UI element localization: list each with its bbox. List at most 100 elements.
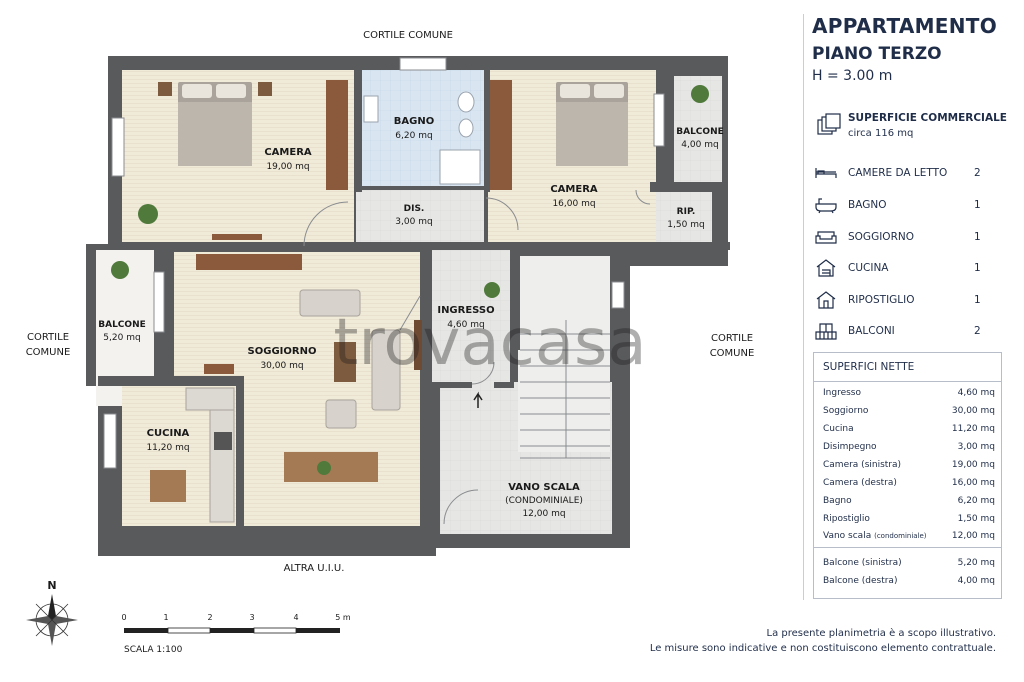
row-label: Camera (destra) <box>823 478 897 488</box>
label-vano-sub: (CONDOMINIALE) <box>505 496 583 506</box>
bathtub-icon <box>815 198 837 214</box>
commercial-surface: SUPERFICIE COMMERCIALE circa 116 mq <box>812 108 1008 148</box>
sofa-icon <box>815 231 837 244</box>
floor-plan: trovacasa CAMERA 19,00 mq BAGNO 6,20 mq … <box>26 30 755 655</box>
label-balcone-dx-area: 4,00 mq <box>681 140 718 150</box>
stairs <box>520 320 610 459</box>
table-row: Balcone (sinistra) 5,20 mq <box>823 556 995 572</box>
label-balcone-dx-name: BALCONE <box>676 127 724 137</box>
compass-icon: N <box>26 579 78 646</box>
layers-icon <box>817 113 841 135</box>
label-left-courtyard-2: COMUNE <box>26 347 71 358</box>
scale-label: SCALA 1:100 <box>124 645 183 655</box>
doors <box>303 189 651 525</box>
commercial-surface-label: SUPERFICIE COMMERCIALE <box>848 112 1007 124</box>
label-bagno-area: 6,20 mq <box>395 131 432 141</box>
label-balcone-sx-area: 5,20 mq <box>103 333 140 343</box>
row-value: 5,20 mq <box>957 558 995 568</box>
row-label: Camera (sinistra) <box>823 460 902 470</box>
label-camera1-name: CAMERA <box>264 147 312 158</box>
scale-tick-0: 0 <box>121 613 126 622</box>
row-label: Ingresso <box>823 388 861 398</box>
label-bagno-name: BAGNO <box>394 116 434 127</box>
feature-count: 2 <box>974 167 981 179</box>
net-surfaces-header: SUPERFICI NETTE <box>814 353 1001 382</box>
bed-right <box>556 82 628 166</box>
label-camera2-name: CAMERA <box>550 184 598 195</box>
label-vano-area: 12,00 mq <box>522 509 565 519</box>
label-dis-area: 3,00 mq <box>395 217 432 227</box>
label-cucina-area: 11,20 mq <box>146 443 189 453</box>
wardrobes <box>212 80 512 240</box>
bed-icon <box>815 168 837 178</box>
feature-label: SOGGIORNO <box>848 231 914 243</box>
label-vano-name: VANO SCALA <box>508 482 580 493</box>
ceiling-height: H = 3.00 m <box>812 68 893 84</box>
label-soggiorno-name: SOGGIORNO <box>248 346 317 357</box>
page-title: APPARTAMENTO <box>812 14 998 38</box>
scale-tick-4: 4 <box>293 613 298 622</box>
table-row: Disimpegno 3,00 mq <box>823 440 995 456</box>
row-value: 4,00 mq <box>957 576 995 586</box>
row-value: 3,00 mq <box>957 442 995 452</box>
watermark: trovacasa <box>333 306 646 380</box>
disclaimer-line-1: La presente planimetria è a scopo illust… <box>766 628 997 639</box>
label-camera1-area: 19,00 mq <box>266 162 309 172</box>
label-top-courtyard: CORTILE COMUNE <box>363 30 453 41</box>
storage-icon <box>816 291 836 309</box>
row-label: Disimpegno <box>823 442 877 452</box>
feature-kitchen: CUCINA 1 <box>812 259 992 279</box>
row-value: 1,50 mq <box>957 514 995 524</box>
living-furniture <box>196 254 422 482</box>
row-label: Vano scala (condominiale) <box>823 531 927 541</box>
feature-bathroom: BAGNO 1 <box>812 196 992 216</box>
scale-tick-1: 1 <box>163 613 168 622</box>
table-row: Bagno 6,20 mq <box>823 494 995 510</box>
room-labels: CAMERA 19,00 mq BAGNO 6,20 mq CAMERA 16,… <box>98 116 724 519</box>
row-label: Soggiorno <box>823 406 869 416</box>
feature-count: 1 <box>974 231 981 243</box>
label-balcone-sx-name: BALCONE <box>98 320 146 330</box>
feature-label: BALCONI <box>848 325 895 337</box>
feature-balconies: BALCONI 2 <box>812 322 992 342</box>
page-subtitle: PIANO TERZO <box>812 44 942 64</box>
row-label: Balcone (destra) <box>823 576 898 586</box>
label-dis-name: DIS. <box>404 204 425 214</box>
row-value: 4,60 mq <box>957 388 995 398</box>
row-value: 11,20 mq <box>951 424 995 434</box>
row-label: Balcone (sinistra) <box>823 558 902 568</box>
table-row: Ingresso 4,60 mq <box>823 386 995 402</box>
table-row: Camera (sinistra) 19,00 mq <box>823 458 995 474</box>
commercial-surface-value: circa 116 mq <box>848 128 914 139</box>
label-left-courtyard-1: CORTILE <box>27 332 69 343</box>
kitchen-icon <box>816 259 836 277</box>
label-right-courtyard-2: COMUNE <box>710 348 755 359</box>
row-label-text: Vano scala <box>823 531 872 541</box>
feature-count: 1 <box>974 294 981 306</box>
kitchen-furniture <box>150 387 235 523</box>
plants <box>111 85 709 475</box>
feature-count: 1 <box>974 199 981 211</box>
entrance-arrow-icon <box>473 391 483 408</box>
feature-label: CUCINA <box>848 262 889 274</box>
label-soggiorno-area: 30,00 mq <box>260 361 303 371</box>
disclaimer-line-2: Le misure sono indicative e non costitui… <box>649 643 996 654</box>
label-right-courtyard-1: CORTILE <box>711 333 753 344</box>
feature-label: RIPOSTIGLIO <box>848 294 915 306</box>
row-value: 6,20 mq <box>957 496 995 506</box>
net-surfaces-table: SUPERFICI NETTE Ingresso 4,60 mq Soggior… <box>813 352 1002 599</box>
feature-count: 2 <box>974 325 981 337</box>
table-row: Vano scala (condominiale) 12,00 mq <box>823 529 995 545</box>
label-camera2-area: 16,00 mq <box>552 199 595 209</box>
feature-label: BAGNO <box>848 199 887 211</box>
label-bottom-uiu: ALTRA U.I.U. <box>284 563 345 574</box>
scale-tick-3: 3 <box>249 613 254 622</box>
scale-tick-2: 2 <box>207 613 212 622</box>
feature-storage: RIPOSTIGLIO 1 <box>812 291 992 311</box>
bathroom-fixtures <box>363 91 481 185</box>
panel-divider <box>803 14 804 600</box>
row-value: 12,00 mq <box>951 531 995 541</box>
label-rip-name: RIP. <box>677 207 696 217</box>
row-note: (condominiale) <box>874 532 927 540</box>
table-row: Balcone (destra) 4,00 mq <box>823 574 995 590</box>
